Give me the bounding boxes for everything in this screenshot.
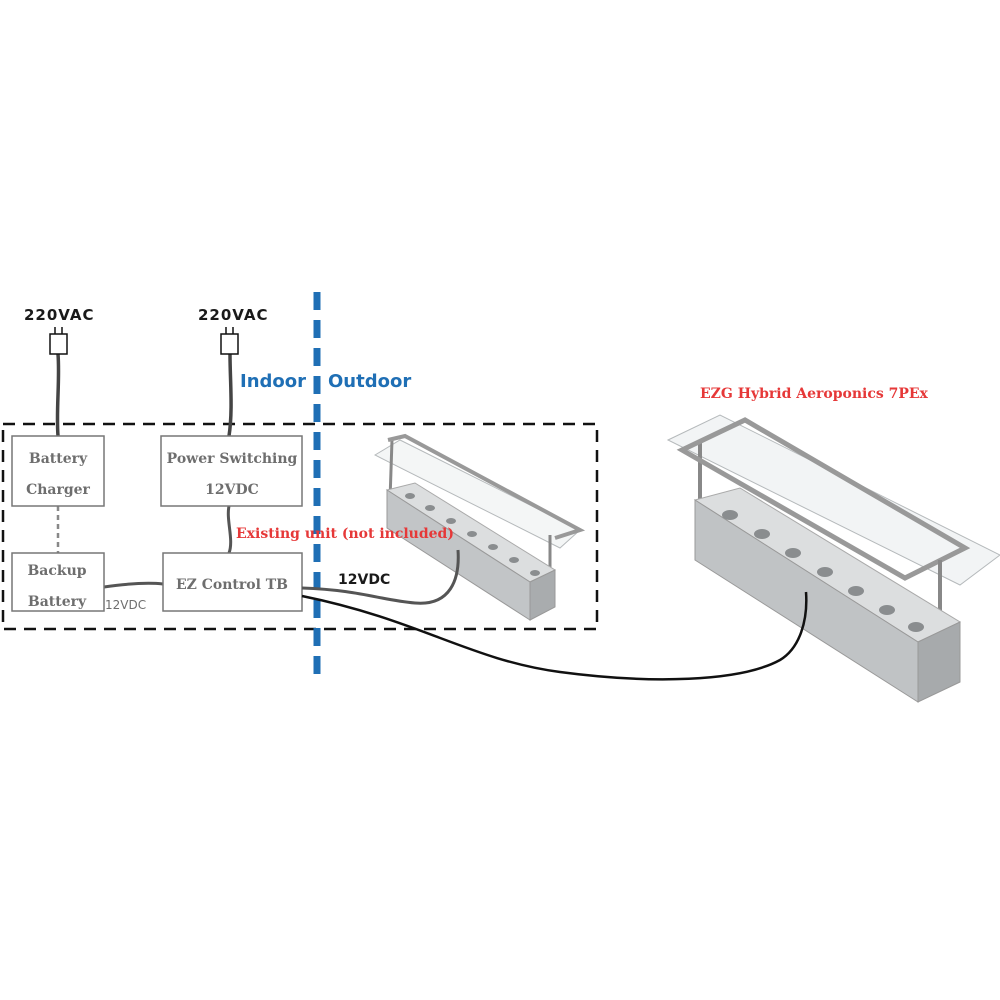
power-switching-label-1: Power Switching — [167, 451, 298, 467]
existing-link-voltage: 12VDC — [338, 572, 390, 588]
right-plug-voltage: 220VAC — [198, 306, 269, 324]
backup-battery-box — [11, 552, 105, 612]
existing-unit-cable — [301, 549, 460, 605]
switching-power-cord — [227, 353, 233, 437]
backup-link-voltage: 12VDC — [105, 598, 146, 612]
product-name-label: EZG Hybrid Aeroponics 7PEx — [700, 386, 929, 402]
power-plug-icon — [220, 327, 239, 355]
power-plug-icon — [49, 327, 68, 355]
battery-charger-label-2: Charger — [26, 482, 90, 498]
backup-battery-label-2: Battery — [28, 594, 87, 610]
backup-battery-label-1: Backup — [27, 563, 86, 579]
indoor-label: Indoor — [240, 371, 306, 392]
existing-unit-label: Existing unit (not included) — [236, 526, 454, 542]
ez-control-label: EZ Control TB — [176, 577, 288, 593]
battery-charger-box — [11, 435, 105, 507]
ezg-aeroponics-unit — [666, 414, 1000, 703]
product-unit-cable — [301, 591, 808, 681]
power-switching-box — [160, 435, 303, 507]
power-switching-label-2: 12VDC — [205, 482, 259, 498]
left-plug-voltage: 220VAC — [24, 306, 95, 324]
outdoor-label: Outdoor — [328, 371, 411, 392]
charger-power-cord — [55, 353, 61, 437]
ez-control-box — [162, 552, 303, 612]
battery-charger-label-1: Battery — [29, 451, 88, 467]
switching-control-link — [226, 505, 233, 554]
backup-control-link — [103, 581, 164, 589]
